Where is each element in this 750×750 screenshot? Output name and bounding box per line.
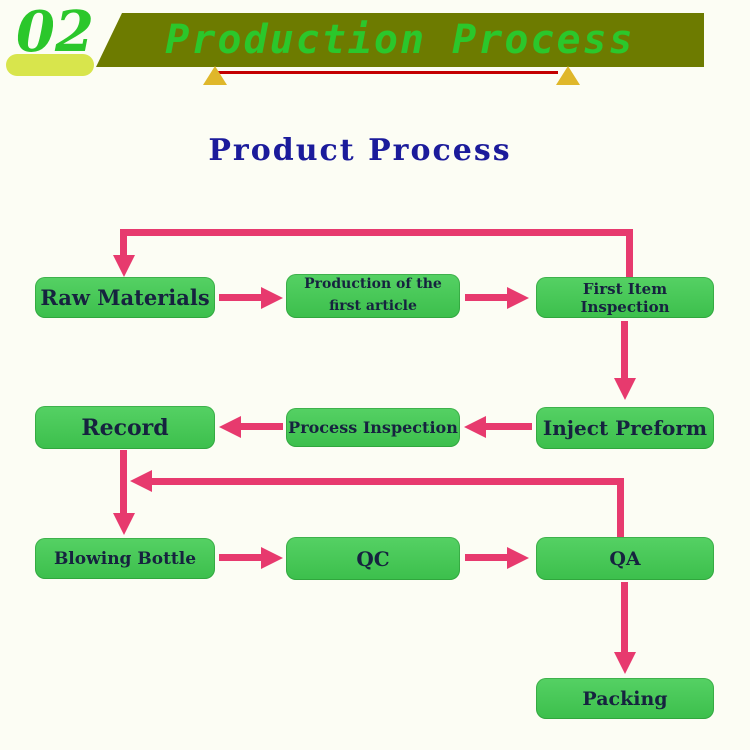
node-label: QC bbox=[356, 546, 390, 571]
node-raw-materials: Raw Materials bbox=[35, 277, 215, 318]
node-label: Blowing Bottle bbox=[53, 548, 197, 569]
loop-horizontal-segment bbox=[120, 229, 633, 236]
node-inject-preform: Inject Preform bbox=[536, 407, 714, 449]
node-label: Packing bbox=[582, 687, 668, 710]
arrowhead-left-icon bbox=[219, 416, 241, 438]
loop-left-vertical-segment bbox=[120, 236, 127, 255]
arrowhead-down-icon bbox=[113, 513, 135, 535]
node-qa: QA bbox=[536, 537, 714, 580]
node-qc: QC bbox=[286, 537, 460, 580]
arrow-shaft bbox=[241, 423, 283, 430]
node-production-first-article: Production of the first article bbox=[286, 274, 460, 318]
node-label: Record bbox=[81, 414, 169, 441]
arrowhead-right-icon bbox=[507, 547, 529, 569]
arrow-shaft bbox=[621, 582, 628, 652]
arrow-shaft bbox=[465, 294, 507, 301]
node-label-line2: first article bbox=[329, 298, 417, 314]
node-record: Record bbox=[35, 406, 215, 449]
node-first-item-inspection: First Item Inspection bbox=[536, 277, 714, 318]
arrow-shaft bbox=[120, 450, 127, 513]
header-underline bbox=[217, 71, 558, 74]
node-label: Raw Materials bbox=[40, 285, 210, 310]
arrow-shaft bbox=[465, 554, 507, 561]
arrowhead-right-icon bbox=[507, 287, 529, 309]
node-label-line1: Production of the bbox=[304, 276, 442, 293]
arrowhead-down-icon bbox=[113, 255, 135, 277]
loop-right-vertical-segment bbox=[626, 236, 633, 277]
node-label: QA bbox=[609, 547, 641, 570]
arrowhead-down-icon bbox=[614, 652, 636, 674]
node-label: First Item Inspection bbox=[580, 279, 670, 316]
node-label: Process Inspection bbox=[288, 418, 458, 437]
arrow-shaft bbox=[486, 423, 532, 430]
arrow-shaft bbox=[621, 321, 628, 378]
node-label: Inject Preform bbox=[542, 416, 708, 440]
loop-horizontal-segment bbox=[152, 478, 624, 485]
banner-title: Production Process bbox=[165, 17, 635, 63]
arrowhead-left-icon bbox=[130, 470, 152, 492]
arrowhead-left-icon bbox=[464, 416, 486, 438]
node-blowing-bottle: Blowing Bottle bbox=[35, 538, 215, 579]
section-number-pill bbox=[6, 54, 94, 76]
arrowhead-down-icon bbox=[614, 378, 636, 400]
triangle-right-icon bbox=[556, 66, 580, 85]
loop-right-vertical-segment bbox=[617, 481, 624, 537]
section-number: 02 bbox=[16, 0, 94, 65]
arrow-shaft bbox=[219, 294, 261, 301]
header-banner: Production Process bbox=[96, 13, 704, 67]
arrowhead-right-icon bbox=[261, 547, 283, 569]
node-process-inspection: Process Inspection bbox=[286, 408, 460, 447]
arrow-shaft bbox=[219, 554, 261, 561]
triangle-left-icon bbox=[203, 66, 227, 85]
diagram-title: Product Process bbox=[208, 133, 512, 168]
arrowhead-right-icon bbox=[261, 287, 283, 309]
node-packing: Packing bbox=[536, 678, 714, 719]
